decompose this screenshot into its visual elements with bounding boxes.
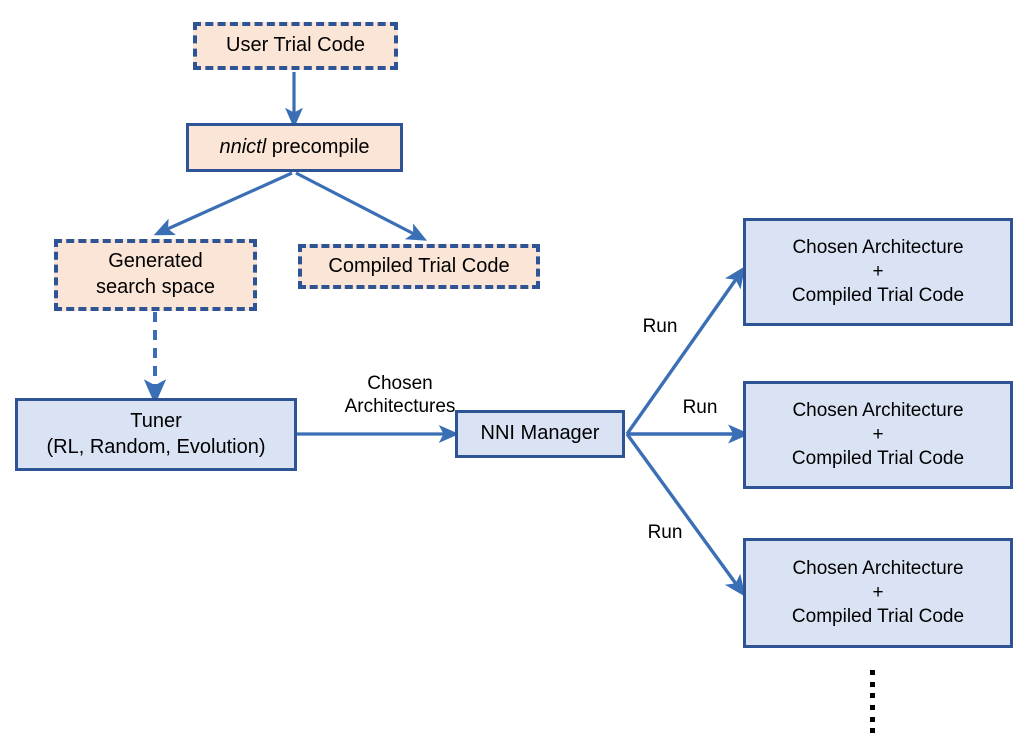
node-trial-1-line1: Chosen Architecture bbox=[792, 236, 964, 258]
node-generated-search-space-line2: search space bbox=[96, 276, 215, 298]
node-trial-3[interactable]: Chosen Architecture + Compiled Trial Cod… bbox=[743, 538, 1013, 648]
ellipsis-dot bbox=[869, 693, 875, 698]
node-tuner-line2: (RL, Random, Evolution) bbox=[46, 435, 266, 458]
arrow-nnictl-to-compiledcode bbox=[295, 171, 428, 241]
node-generated-search-space[interactable]: Generated search space bbox=[54, 239, 257, 311]
arrow-nnimanager-to-trial3 bbox=[625, 433, 746, 597]
node-compiled-trial-code-label: Compiled Trial Code bbox=[328, 254, 510, 277]
ellipsis-dot bbox=[869, 728, 875, 733]
node-trial-2[interactable]: Chosen Architecture + Compiled Trial Cod… bbox=[743, 381, 1013, 489]
node-generated-search-space-line1: Generated bbox=[108, 250, 203, 273]
edge-label-run-1: Run bbox=[642, 316, 678, 337]
ellipsis-dot bbox=[869, 716, 875, 722]
ellipsis-dot bbox=[869, 705, 875, 710]
node-trial-1[interactable]: Chosen Architecture + Compiled Trial Cod… bbox=[743, 218, 1013, 326]
node-user-trial-code-label: User Trial Code bbox=[226, 34, 365, 57]
ellipsis-dot bbox=[869, 681, 875, 687]
ellipsis-dot bbox=[869, 670, 875, 675]
node-nnictl-precompile-label: nnictl precompile bbox=[219, 135, 369, 161]
nnictl-command-text: nnictl bbox=[219, 135, 267, 158]
vertical-ellipsis-icon-top bbox=[869, 670, 875, 698]
node-trial-2-line1: Chosen Architecture bbox=[792, 399, 964, 421]
node-nnictl-precompile[interactable]: nnictl precompile bbox=[186, 123, 403, 172]
node-trial-1-line2: + bbox=[872, 260, 884, 282]
node-trial-3-line1: Chosen Architecture bbox=[792, 557, 964, 579]
node-trial-3-line2: + bbox=[872, 581, 884, 603]
node-trial-2-line3: Compiled Trial Code bbox=[791, 448, 965, 470]
edge-label-chosen-architectures: Chosen Architectures bbox=[344, 373, 456, 418]
node-trial-1-line3: Compiled Trial Code bbox=[791, 285, 965, 307]
node-nni-manager-label: NNI Manager bbox=[480, 422, 600, 445]
node-trial-3-line3: Compiled Trial Code bbox=[791, 606, 965, 628]
arrow-nnictl-to-searchspace bbox=[153, 171, 293, 236]
node-compiled-trial-code[interactable]: Compiled Trial Code bbox=[298, 244, 540, 289]
node-user-trial-code[interactable]: User Trial Code bbox=[193, 22, 398, 70]
node-tuner-line1: Tuner bbox=[130, 409, 182, 432]
node-trial-2-line2: + bbox=[872, 423, 884, 445]
nnictl-precompile-suffix: precompile bbox=[266, 135, 370, 158]
edge-label-run-2: Run bbox=[682, 397, 718, 418]
edge-label-run-3: Run bbox=[647, 522, 683, 543]
vertical-ellipsis-icon-bottom bbox=[869, 705, 875, 733]
node-tuner[interactable]: Tuner (RL, Random, Evolution) bbox=[15, 398, 297, 471]
node-nni-manager[interactable]: NNI Manager bbox=[455, 410, 625, 458]
